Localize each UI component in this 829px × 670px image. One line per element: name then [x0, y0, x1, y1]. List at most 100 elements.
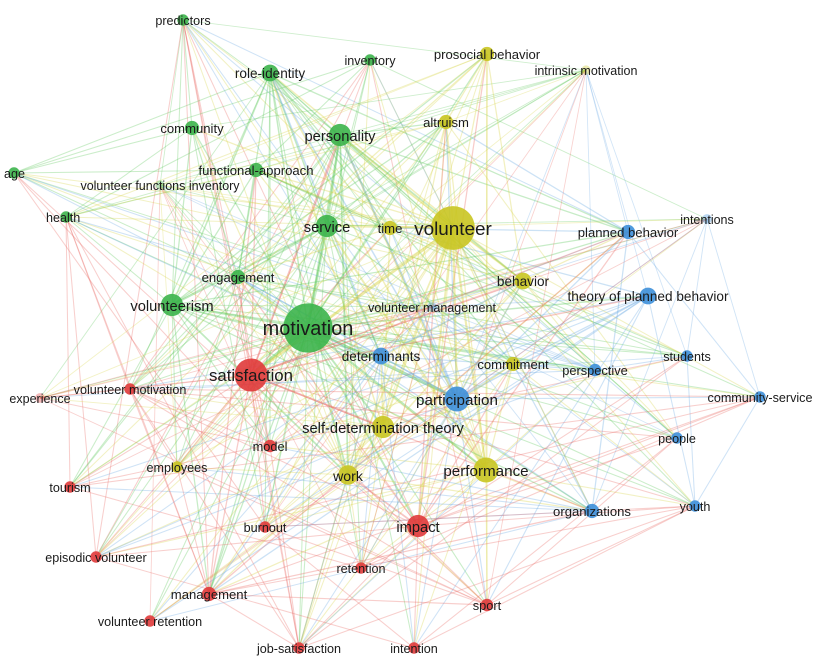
edge-volunteerism-people: [171, 304, 678, 439]
node-volunteer-motivation[interactable]: [124, 383, 136, 395]
node-people[interactable]: [671, 432, 683, 444]
node-behavior[interactable]: [514, 272, 532, 290]
edge-altruism-tourism: [69, 121, 447, 488]
node-satisfaction[interactable]: [234, 358, 268, 392]
node-role-identity[interactable]: [261, 64, 279, 82]
edge-employees-sport: [176, 466, 488, 606]
node-community[interactable]: [184, 120, 200, 136]
edge-volunteer-motivation-impact: [129, 388, 419, 527]
edge-inventory-satisfaction: [250, 59, 371, 376]
edge-behavior-burnout: [264, 280, 524, 528]
node-students[interactable]: [681, 350, 693, 362]
node-work[interactable]: [338, 465, 358, 485]
node-motivation[interactable]: [283, 303, 333, 353]
edge-impact-intention: [413, 525, 419, 649]
edge-intentions-volunteer-retention: [149, 218, 708, 622]
edge-intrinsic-motivation-employees: [176, 69, 587, 468]
node-episodic-volunteer[interactable]: [90, 551, 102, 563]
edge-volunteer-experience: [39, 227, 454, 399]
node-time[interactable]: [382, 220, 398, 236]
node-volunteerism[interactable]: [160, 293, 184, 317]
node-inventory[interactable]: [364, 54, 376, 66]
node-tourism[interactable]: [64, 481, 76, 493]
edge-health-intrinsic-motivation: [65, 69, 587, 218]
node-model[interactable]: [263, 439, 277, 453]
node-organizations[interactable]: [584, 503, 600, 519]
node-volunteer-functions-inventory[interactable]: [155, 180, 165, 190]
node-management[interactable]: [201, 586, 217, 602]
edge-health-episodic-volunteer: [65, 216, 97, 558]
node-perspective[interactable]: [588, 363, 602, 377]
edge-performance-management: [208, 469, 487, 595]
edge-employees-organizations: [176, 466, 593, 512]
edge-intrinsic-motivation-burnout: [264, 69, 587, 528]
edge-engagement-volunteer-motivation: [129, 276, 239, 390]
node-health[interactable]: [60, 211, 72, 223]
node-intrinsic-motivation[interactable]: [581, 65, 591, 75]
label-volunteer-functions-inventory: volunteer functions inventory: [80, 179, 240, 193]
label-predictors: predictors: [155, 14, 210, 28]
label-youth: youth: [680, 500, 711, 514]
edge-community-motivation: [191, 127, 309, 329]
edge-volunteer-management-experience: [39, 306, 433, 399]
node-commitment[interactable]: [505, 356, 521, 372]
node-service[interactable]: [315, 214, 339, 238]
node-determinants[interactable]: [372, 347, 390, 365]
edge-commitment-intentions: [512, 218, 708, 365]
node-intention[interactable]: [408, 642, 420, 654]
edge-participation-sport: [456, 398, 488, 606]
node-employees[interactable]: [171, 461, 183, 473]
node-performance[interactable]: [473, 457, 499, 483]
node-engagement[interactable]: [230, 269, 246, 285]
edge-motivation-tourism: [69, 327, 309, 488]
node-planned-behavior[interactable]: [620, 224, 636, 240]
edge-volunteer-functions-inventory-volunteer-retention: [149, 184, 161, 622]
edge-personality-planned-behavior: [339, 134, 629, 233]
node-predictors[interactable]: [177, 14, 189, 26]
edge-altruism-planned-behavior: [445, 121, 629, 233]
edge-inventory-intentions: [369, 59, 708, 220]
edge-impact-job-satisfaction: [298, 525, 419, 649]
node-sport[interactable]: [480, 598, 494, 612]
edge-engagement-tourism: [69, 276, 239, 488]
node-volunteer[interactable]: [431, 206, 475, 250]
node-volunteer-management[interactable]: [427, 302, 437, 312]
node-intentions[interactable]: [702, 214, 712, 224]
node-functional-approach[interactable]: [248, 162, 264, 178]
node-self-determination-theory[interactable]: [371, 415, 395, 439]
edge-theory-of-planned-behavior-volunteer-management: [431, 295, 649, 308]
edge-motivation-job-satisfaction: [298, 327, 309, 649]
edge-motivation-organizations: [307, 327, 593, 512]
edge-self-determination-theory-students: [382, 355, 688, 428]
edge-predictors-intrinsic-motivation: [182, 19, 587, 71]
label-satisfaction: satisfaction: [209, 366, 293, 385]
edge-performance-youth: [485, 469, 696, 507]
node-prosocial-behavior[interactable]: [479, 46, 495, 62]
node-age[interactable]: [8, 167, 20, 179]
node-personality[interactable]: [328, 123, 352, 147]
edge-intentions-students: [686, 218, 708, 357]
node-job-satisfaction[interactable]: [293, 642, 305, 654]
node-theory-of-planned-behavior[interactable]: [639, 287, 657, 305]
node-altruism[interactable]: [438, 114, 454, 130]
edge-volunteer-perspective: [452, 227, 596, 371]
edge-health-participation: [65, 216, 458, 400]
edge-self-determination-theory-burnout: [264, 426, 384, 528]
node-participation[interactable]: [444, 386, 470, 412]
node-youth[interactable]: [689, 500, 701, 512]
edge-volunteer-functions-inventory-engagement: [159, 184, 239, 278]
edge-service-volunteer-retention: [149, 225, 328, 622]
node-burnout[interactable]: [259, 521, 271, 533]
edge-motivation-students: [307, 327, 688, 357]
edge-volunteerism-model: [171, 304, 271, 447]
edge-satisfaction-tourism: [69, 374, 252, 488]
node-volunteer-retention[interactable]: [144, 615, 156, 627]
node-community-service[interactable]: [754, 391, 766, 403]
edge-motivation-altruism: [307, 121, 447, 329]
node-retention[interactable]: [355, 562, 367, 574]
node-experience[interactable]: [35, 393, 45, 403]
edge-inventory-organizations: [369, 59, 593, 512]
node-impact[interactable]: [406, 514, 430, 538]
edge-employees-satisfaction: [176, 374, 252, 468]
